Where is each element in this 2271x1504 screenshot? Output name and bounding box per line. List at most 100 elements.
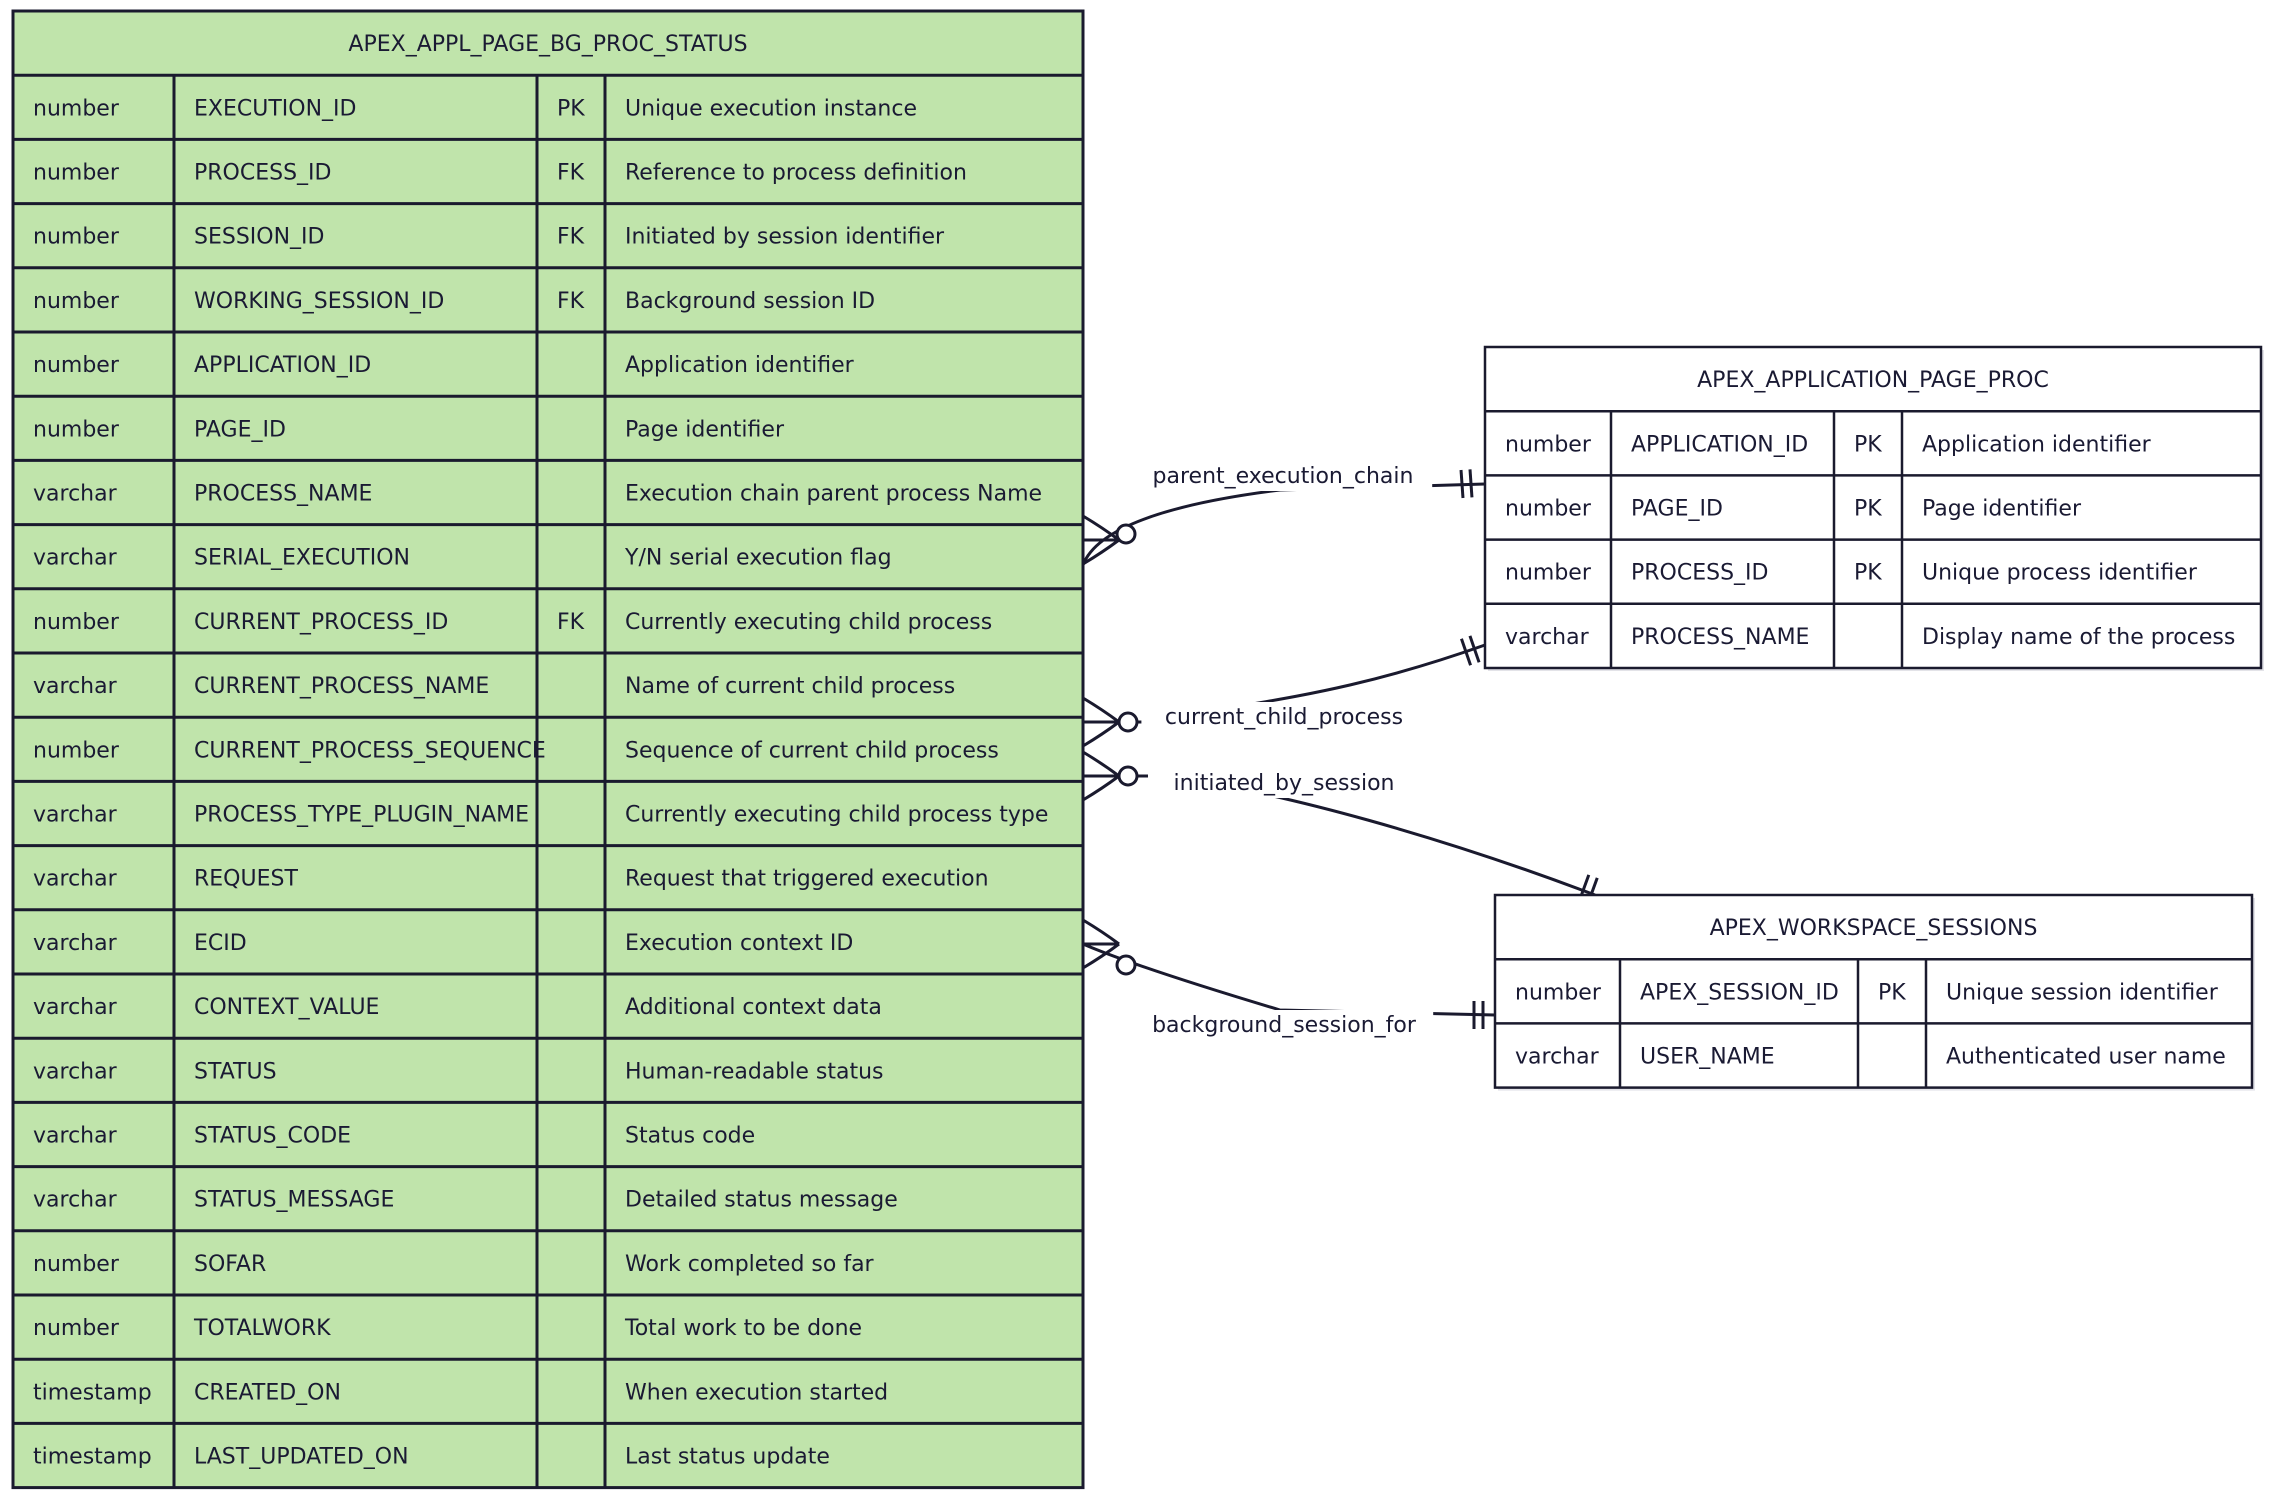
zero-marker [1117, 711, 1139, 733]
crowfoot-marker [1082, 514, 1120, 566]
attr-name: CONTEXT_VALUE [194, 995, 379, 1020]
relationship-label: background_session_for [1152, 1013, 1417, 1038]
attr-comment: When execution started [625, 1380, 888, 1405]
attr-name: TOTALWORK [193, 1316, 331, 1341]
attr-comment: Currently executing child process [625, 610, 992, 635]
relationship-line [1081, 482, 1486, 566]
attr-comment: Last status update [625, 1445, 830, 1470]
attr-comment: Name of current child process [625, 674, 955, 699]
relationship-parent-execution-chain[interactable] [1081, 469, 1486, 566]
attr-comment: Detailed status message [625, 1188, 898, 1213]
attr-name: APPLICATION_ID [1631, 432, 1808, 457]
attr-key: PK [1854, 561, 1882, 586]
attr-type: timestamp [33, 1445, 152, 1470]
label-background [1141, 702, 1427, 732]
attr-key: PK [1854, 432, 1882, 457]
attr-type: varchar [33, 1059, 118, 1084]
attr-comment: Additional context data [625, 995, 882, 1020]
attr-type: number [1505, 561, 1592, 586]
entity-title: APEX_APPL_PAGE_BG_PROC_STATUS [348, 32, 747, 57]
exactly-one-marker [1460, 635, 1481, 666]
attr-comment: Human-readable status [625, 1059, 884, 1084]
attr-comment: Y/N serial execution flag [624, 546, 892, 571]
attr-key: PK [1854, 497, 1882, 522]
attr-name: CURRENT_PROCESS_SEQUENCE [194, 738, 546, 763]
table-row[interactable]: varchar CONTEXT_VALUE Additional context d… [33, 995, 882, 1020]
relationship-labels: parent_execution_chaincurrent_child_proc… [1133, 461, 1434, 1040]
attr-comment: Execution context ID [625, 931, 853, 956]
attr-comment: Display name of the process [1922, 625, 2235, 650]
attr-key: FK [557, 289, 585, 314]
attr-name: PROCESS_ID [1631, 561, 1769, 586]
attr-name: WORKING_SESSION_ID [194, 289, 444, 314]
attr-key: FK [557, 161, 585, 186]
entity-box [1483, 345, 2263, 670]
relationship-label: parent_execution_chain [1153, 464, 1414, 489]
attr-type: number [33, 1252, 120, 1277]
attr-comment: Unique session identifier [1946, 980, 2219, 1005]
relationship-line [1082, 942, 1496, 1017]
attr-name: PROCESS_NAME [194, 482, 372, 507]
zero-marker [1115, 954, 1137, 976]
crowfoot-marker [1082, 750, 1120, 802]
table-row[interactable]: varchar CURRENT_PROCESS_NAME Name of curre… [33, 674, 955, 699]
attr-comment: Sequence of current child process [625, 738, 999, 763]
attr-type: varchar [1515, 1045, 1600, 1070]
attr-type: varchar [33, 931, 118, 956]
attr-type: timestamp [33, 1380, 152, 1405]
attr-type: number [1515, 980, 1602, 1005]
attr-type: varchar [1505, 625, 1590, 650]
attr-key: PK [557, 96, 585, 121]
attr-type: varchar [33, 1188, 118, 1213]
attr-key: FK [557, 610, 585, 635]
attr-key: FK [557, 225, 585, 250]
attr-type: number [33, 161, 120, 186]
attr-name: PROCESS_TYPE_PLUGIN_NAME [194, 803, 529, 828]
attr-type: varchar [33, 995, 118, 1020]
attr-comment: Execution chain parent process Name [625, 482, 1042, 507]
attr-type: varchar [33, 674, 118, 699]
attr-name: PAGE_ID [194, 417, 286, 442]
relationship-background-session-for[interactable] [1082, 918, 1496, 1029]
attr-comment: Page identifier [1922, 497, 2082, 522]
crowfoot-marker [1082, 696, 1120, 748]
attr-type: number [1505, 432, 1592, 457]
entity-title: APEX_APPLICATION_PAGE_PROC [1697, 368, 2049, 393]
attr-type: number [33, 417, 120, 442]
zero-marker [1115, 523, 1137, 545]
attr-type: varchar [33, 546, 118, 571]
attr-name: STATUS_CODE [194, 1124, 351, 1149]
attr-name: CURRENT_PROCESS_NAME [194, 674, 489, 699]
